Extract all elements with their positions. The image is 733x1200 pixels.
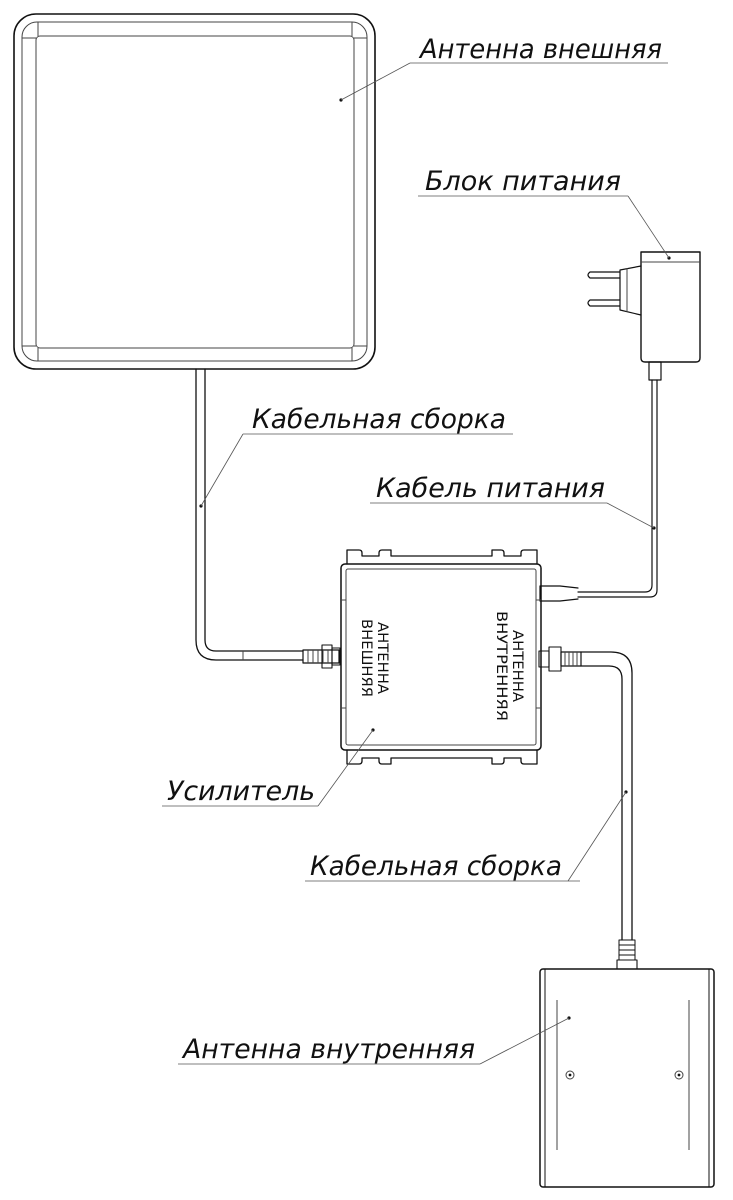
port-external-line1: ВНЕШНЯЯ xyxy=(358,619,374,697)
port-internal-line2: АНТЕННА xyxy=(509,630,525,702)
label-cable-assembly-top: Кабельная сборка xyxy=(252,404,506,435)
connector-external-antenna xyxy=(302,644,341,669)
label-antenna-external: Антенна внешняя xyxy=(418,34,662,65)
cable-assembly-internal xyxy=(580,651,638,970)
label-antenna-internal: Антенна внутренняя xyxy=(181,1034,475,1065)
screw-icon xyxy=(674,1070,684,1080)
internal-antenna xyxy=(539,968,715,1188)
label-cable-assembly-bottom: Кабельная сборка xyxy=(310,851,562,882)
label-power-cable: Кабель питания xyxy=(376,473,605,504)
port-label-internal: ВНУТРЕННЯЯ АНТЕННА xyxy=(493,611,525,721)
amplifier xyxy=(340,549,542,765)
port-internal-line1: ВНУТРЕННЯЯ xyxy=(493,611,509,721)
connector-internal-antenna xyxy=(538,646,582,672)
label-power-unit: Блок питания xyxy=(425,166,621,197)
port-external-line2: АНТЕННА xyxy=(374,622,390,694)
leader-lines xyxy=(162,62,670,1065)
label-amplifier: Усилитель xyxy=(167,776,315,807)
screw-icon xyxy=(565,1070,575,1080)
power-unit xyxy=(587,251,701,381)
power-cable xyxy=(539,379,658,602)
port-label-external: ВНЕШНЯЯ АНТЕННА xyxy=(358,619,390,697)
external-antenna xyxy=(13,13,376,370)
